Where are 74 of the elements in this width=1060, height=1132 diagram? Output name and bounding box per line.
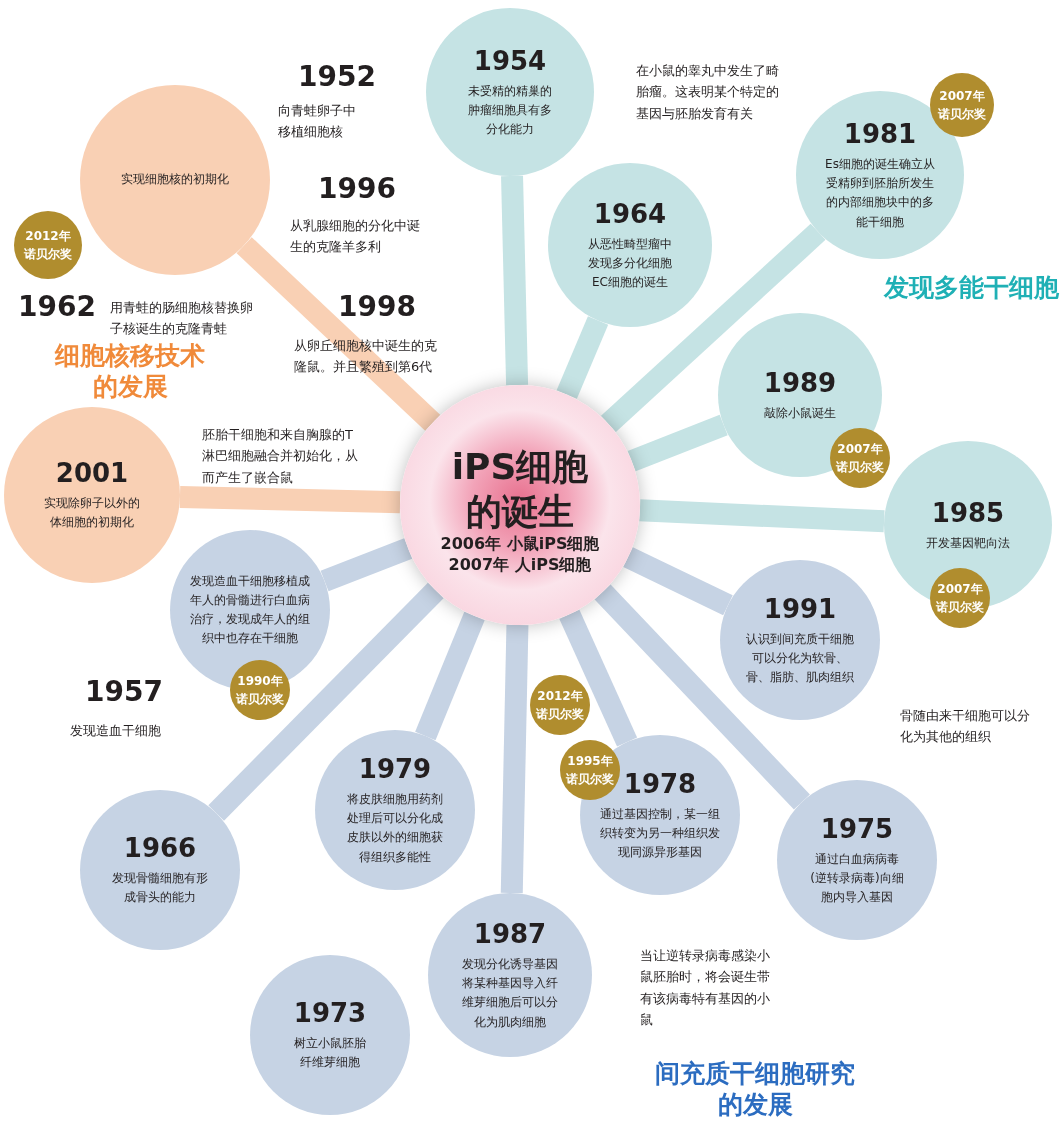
year-label: 2001 — [55, 457, 129, 491]
connector-bar — [594, 584, 810, 810]
award-badge — [560, 740, 620, 800]
year-label: 1975 — [820, 812, 894, 846]
connector-bar — [208, 582, 444, 821]
section-heading: 细胞核移技术的发展 — [53, 340, 206, 403]
year-label: 1966 — [123, 832, 197, 866]
connector-bar — [627, 414, 728, 472]
section-heading: 间充质干细胞研究的发展 — [654, 1058, 856, 1121]
description-text: 敲除小鼠诞生 — [763, 404, 837, 422]
description-text: 发现分化诱导基因将某种基因导入纤维芽细胞后可以分化为肌肉细胞 — [461, 956, 559, 1031]
year-label: 1979 — [358, 753, 432, 787]
connector-bar — [559, 609, 638, 747]
award-text: 2007年诺贝尔奖 — [835, 441, 885, 476]
year-label: 1998 — [338, 290, 416, 323]
note-text: 在小鼠的睾丸中发生了畸胎瘤。这表明某个特定的基因与胚胎发育有关 — [636, 62, 780, 123]
note-text: 从乳腺细胞的分化中诞生的克隆羊多利 — [290, 217, 420, 257]
award-badge — [830, 428, 890, 488]
award-text: 1995年诺贝尔奖 — [565, 753, 615, 788]
connector-bar — [623, 547, 733, 616]
award-badge — [930, 568, 990, 628]
year-label: 1954 — [473, 44, 547, 78]
note-text: 向青蛙卵子中移植细胞核 — [278, 102, 357, 142]
connector-bar — [179, 486, 401, 514]
description-text: 树立小鼠胚胎纤维芽细胞 — [293, 1035, 367, 1072]
award-text: 2012年诺贝尔奖 — [535, 688, 585, 723]
year-label: 1957 — [85, 675, 163, 708]
description-text: 实现除卵子以外的体细胞的初期化 — [43, 495, 141, 532]
note-text: 用青蛙的肠细胞核替换卵子核诞生的克隆青蛙 — [110, 299, 254, 339]
award-badge — [230, 660, 290, 720]
description-text: 开发基因靶向法 — [925, 534, 1011, 552]
year-label: 1989 — [763, 367, 837, 400]
subtitle-text: 2007年 人iPS细胞 — [448, 555, 592, 576]
year-label: 1964 — [593, 197, 667, 231]
description-text: 发现骨髓细胞有形成骨头的能力 — [111, 870, 209, 907]
award-text: 2007年诺贝尔奖 — [937, 88, 987, 123]
year-label: 1978 — [623, 767, 697, 801]
year-label: 1981 — [843, 118, 917, 152]
description-text: 通过基因控制，某一组织转变为另一种组织发现同源异形基因 — [599, 805, 721, 861]
award-text: 2012年诺贝尔奖 — [23, 228, 73, 263]
description-text: 将皮肤细胞用药剂处理后可以分化成皮肤以外的细胞获得组织多能性 — [346, 791, 444, 866]
connector-bar — [601, 223, 826, 433]
year-label: 1952 — [298, 60, 376, 93]
year-label: 1996 — [318, 172, 396, 205]
note-text: 从卵丘细胞核中诞生的克隆鼠。并且繁殖到第6代 — [294, 337, 438, 377]
title-text: iPS细胞的诞生 — [450, 445, 590, 535]
year-label: 1962 — [18, 290, 96, 323]
connector-bar — [501, 175, 529, 386]
description-text: 发现造血干细胞移植成年人的骨髓进行白血病治疗，发现成年人的组织中也存在干细胞 — [189, 572, 311, 648]
description-text: 通过白血病病毒(逆转录病毒)向细胞内导入基因 — [810, 850, 904, 906]
year-label: 1991 — [763, 592, 837, 626]
description-text: 未受精的精巢的肿瘤细胞具有多分化能力 — [467, 82, 553, 138]
award-text: 1990年诺贝尔奖 — [235, 673, 285, 708]
note-text: 骨随由来干细胞可以分化为其他的组织 — [900, 707, 1030, 747]
connector-bar — [415, 611, 485, 741]
note-text: 发现造血干细胞 — [70, 722, 161, 740]
year-label: 1973 — [293, 997, 367, 1031]
connector-bar — [320, 538, 413, 592]
description-text: 实现细胞核的初期化 — [120, 171, 230, 189]
description-text: Es细胞的诞生确立从受精卵到胚胎所发生的内部细胞块中的多能干细胞 — [824, 156, 936, 231]
award-badge — [530, 675, 590, 735]
center-circle — [400, 385, 640, 625]
description-text: 从恶性畸型瘤中发现多分化细胞EC细胞的诞生 — [587, 235, 673, 291]
note-text: 胚胎干细胞和来自胸腺的T淋巴细胞融合并初始化，从而产生了嵌合鼠 — [202, 426, 359, 487]
year-label: 1985 — [931, 497, 1005, 530]
connector-bar — [639, 499, 885, 533]
subtitle-text: 2006年 小鼠iPS细胞 — [440, 534, 600, 555]
description-text: 认识到间充质干细胞可以分化为软骨、骨、脂肪、肌肉组织 — [745, 630, 855, 686]
note-text: 当让逆转录病毒感染小鼠胚胎时，将会诞生带有该病毒特有基因的小鼠 — [640, 947, 770, 1030]
year-label: 1987 — [473, 918, 547, 952]
section-heading: 发现多能干细胞 — [884, 272, 1059, 304]
award-text: 2007年诺贝尔奖 — [935, 581, 985, 616]
connector-bar — [236, 237, 441, 431]
connector-bar — [500, 624, 529, 894]
